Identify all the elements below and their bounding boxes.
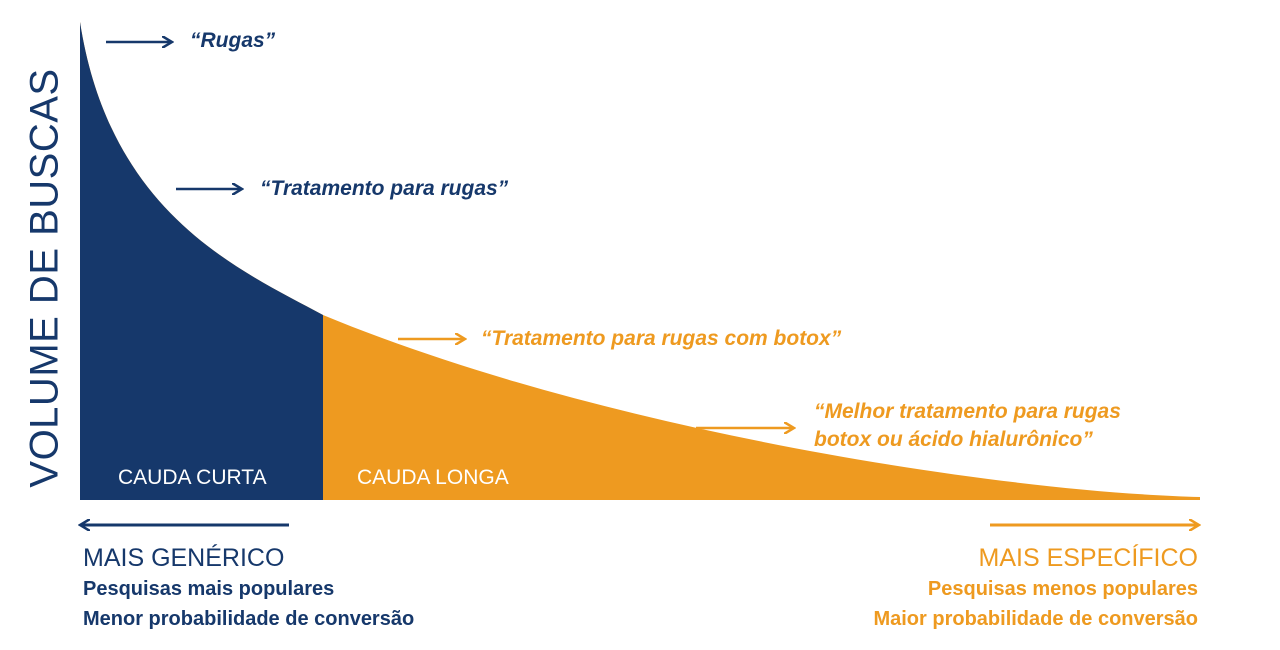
keyword-tratamento-botox: “Tratamento para rugas com botox” xyxy=(481,327,842,350)
keyword-melhor-line2: botox ou ácido hialurônico” xyxy=(814,428,1093,451)
generic-line-1: Pesquisas mais populares xyxy=(83,578,335,600)
specific-line-2: Maior probabilidade de conversão xyxy=(873,608,1198,630)
generic-block: MAIS GENÉRICO Pesquisas mais populares M… xyxy=(83,542,414,634)
long-tail-area xyxy=(80,22,1200,500)
keyword-melhor-line1: “Melhor tratamento para rugas xyxy=(814,400,1121,423)
generic-line-2: Menor probabilidade de conversão xyxy=(83,608,415,630)
long-tail-label: CAUDA LONGA xyxy=(357,466,509,489)
short-tail-label: CAUDA CURTA xyxy=(118,466,267,489)
specific-line-1: Pesquisas menos populares xyxy=(927,578,1198,600)
specific-title: MAIS ESPECÍFICO xyxy=(978,544,1198,572)
y-axis-label: VOLUME DE BUSCAS xyxy=(22,68,67,488)
specific-block: MAIS ESPECÍFICO Pesquisas menos populare… xyxy=(873,542,1198,634)
generic-title: MAIS GENÉRICO xyxy=(83,544,285,572)
keyword-tratamento: “Tratamento para rugas” xyxy=(260,177,509,200)
short-tail-area xyxy=(80,22,323,500)
keyword-rugas: “Rugas” xyxy=(190,29,276,52)
